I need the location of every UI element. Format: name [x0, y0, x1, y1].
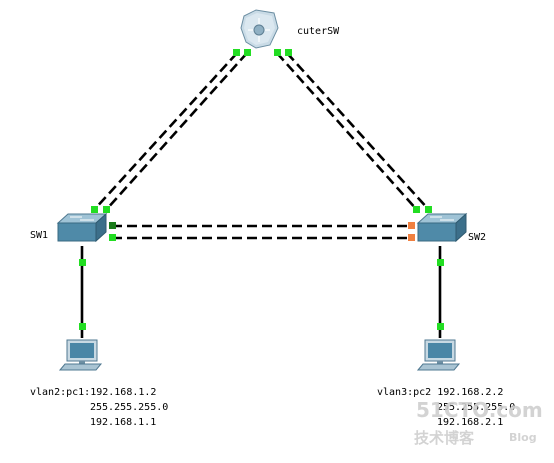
link-core-sw1-a[interactable] [93, 52, 238, 211]
pc1-gateway-line: 192.168.1.1 [90, 417, 156, 428]
watermark-blog: Blog [509, 431, 537, 444]
status-light-blocking [408, 234, 415, 241]
watermark: 51CTO.com 技术博客 Blog [414, 398, 543, 447]
status-light-up [79, 259, 86, 266]
status-light-up [109, 234, 116, 241]
status-light-up [285, 49, 292, 56]
status-light-up [233, 49, 240, 56]
status-light-up [79, 323, 86, 330]
pc2-ip-line: vlan3:pc2 192.168.2.2 [377, 387, 503, 398]
sw1-label: SW1 [30, 230, 48, 241]
access-switch-sw1[interactable] [56, 212, 108, 243]
status-light-up [244, 49, 251, 56]
status-light-up [425, 206, 432, 213]
switch-icon [430, 216, 454, 221]
watermark-sub: 技术博客 [414, 429, 475, 447]
status-light-up [437, 323, 444, 330]
core-switch[interactable] [240, 9, 279, 49]
access-switch-sw2[interactable] [416, 212, 468, 243]
pc2-mask-line: 255.255.255.0 [437, 402, 515, 413]
link-core-sw1-b[interactable] [105, 52, 248, 211]
sw2-label: SW2 [468, 232, 486, 243]
status-light-up [274, 49, 281, 56]
status-light-up [437, 259, 444, 266]
pc2-gateway-line: 192.168.2.1 [437, 417, 503, 428]
link-core-sw2-a[interactable] [276, 52, 418, 211]
host-pc2[interactable] [416, 339, 461, 371]
multilayer-switch-icon [248, 18, 270, 42]
link-core-sw2-b[interactable] [286, 52, 430, 211]
pc1-mask-line: 255.255.255.0 [90, 402, 168, 413]
pc-icon [416, 339, 461, 371]
status-light-up [413, 206, 420, 213]
link-status-lights [79, 49, 444, 330]
status-light-up [109, 222, 116, 229]
pc-icon [58, 339, 103, 371]
host-pc1[interactable] [58, 339, 103, 371]
status-light-up [103, 206, 110, 213]
pc1-ip-line: vlan2:pc1:192.168.1.2 [30, 387, 156, 398]
switch-icon [70, 216, 94, 221]
watermark-site: 51CTO.com [416, 398, 543, 422]
status-light-blocking [408, 222, 415, 229]
status-light-up [91, 206, 98, 213]
core-switch-label: cuterSW [297, 26, 340, 37]
